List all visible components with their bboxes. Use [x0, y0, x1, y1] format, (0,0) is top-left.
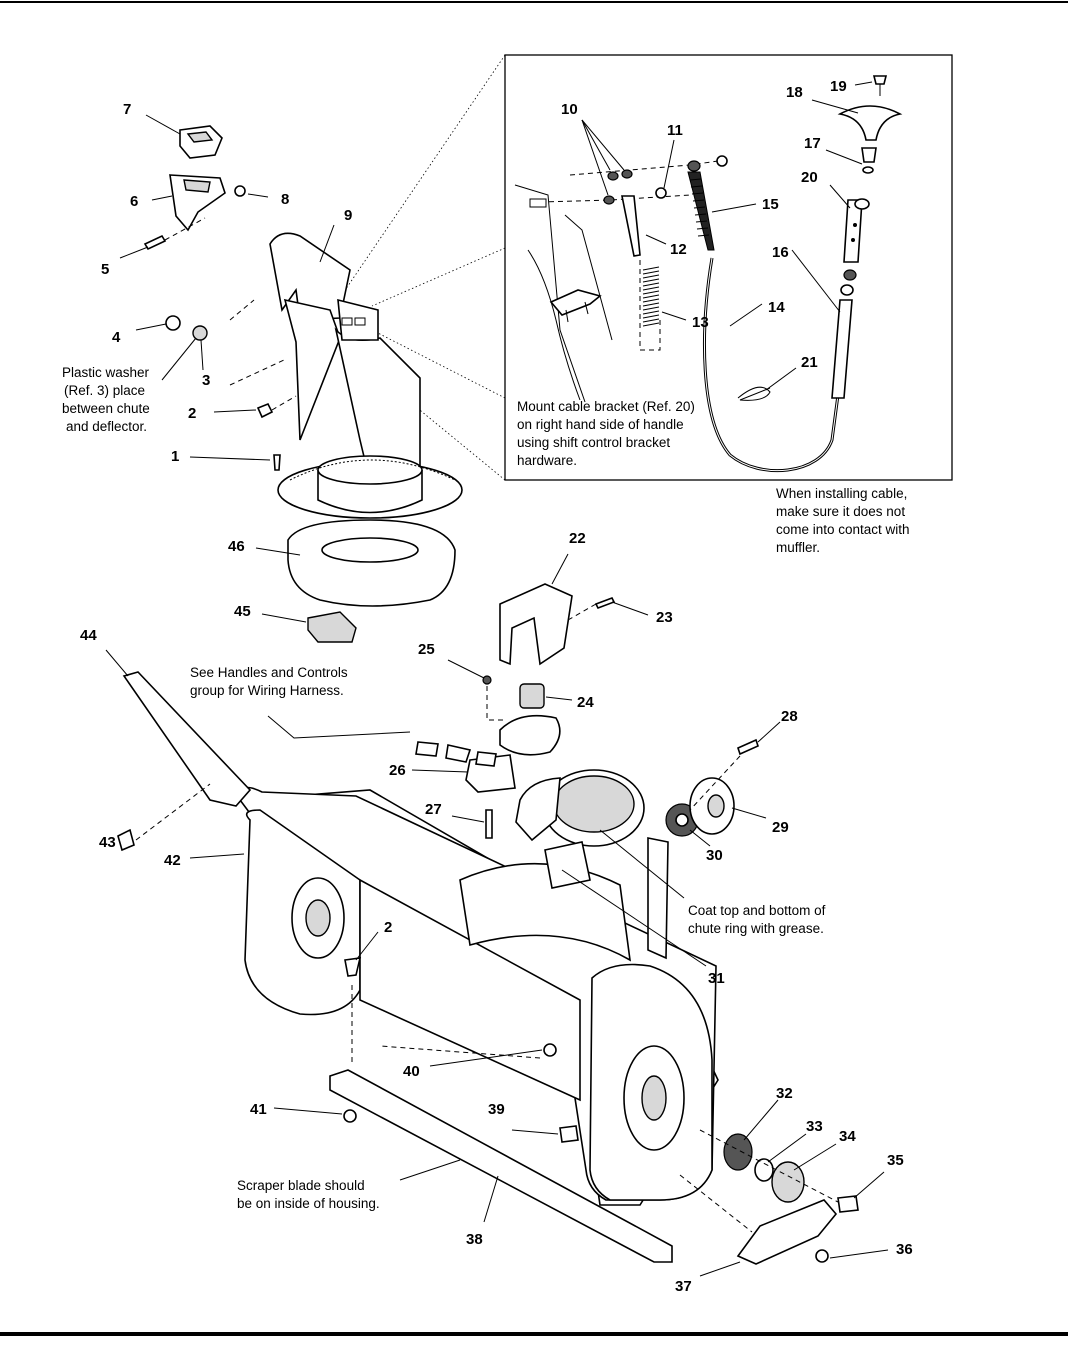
note-line: on right hand side of handle	[517, 417, 684, 432]
callout-40: 40	[403, 1063, 420, 1080]
note-line: hardware.	[517, 453, 577, 468]
callout-15: 15	[762, 196, 779, 213]
callout-6: 6	[130, 193, 138, 210]
callout-38: 38	[466, 1231, 483, 1248]
callout-42: 42	[164, 852, 181, 869]
callout-numbers: 7 6 8 9 5 4 3 2 1 46 45 10 11 12 13 14 1…	[80, 78, 913, 1295]
auger-housing	[117, 671, 859, 1265]
callout-18: 18	[786, 84, 803, 101]
callout-5: 5	[101, 261, 109, 278]
callout-30: 30	[706, 847, 723, 864]
callout-44: 44	[80, 627, 97, 644]
callout-45: 45	[234, 603, 251, 620]
callout-43: 43	[99, 834, 116, 851]
note-coat-grease: Coat top and bottom of chute ring with g…	[688, 903, 826, 936]
note-line: and deflector.	[66, 419, 147, 434]
callout-35: 35	[887, 1152, 904, 1169]
note-handles-controls: See Handles and Controls group for Wirin…	[190, 665, 348, 698]
callout-22: 22	[569, 530, 586, 547]
note-line: come into contact with	[776, 522, 910, 537]
callout-11: 11	[667, 122, 683, 139]
callout-33: 33	[806, 1118, 823, 1135]
callout-28: 28	[781, 708, 798, 725]
leader-lines	[105, 81, 889, 1277]
callout-2b: 2	[384, 919, 392, 936]
callout-39: 39	[488, 1101, 505, 1118]
callout-34: 34	[839, 1128, 856, 1145]
callout-46: 46	[228, 538, 245, 555]
callout-32: 32	[776, 1085, 793, 1102]
callout-26: 26	[389, 762, 406, 779]
callout-4: 4	[112, 329, 121, 346]
callout-12: 12	[670, 241, 687, 258]
callout-31: 31	[708, 970, 725, 987]
note-line: See Handles and Controls	[190, 665, 348, 680]
callout-1: 1	[171, 448, 179, 465]
cable-inset	[336, 54, 953, 481]
note-line: Plastic washer	[62, 365, 150, 380]
callout-9: 9	[344, 207, 352, 224]
note-line: Mount cable bracket (Ref. 20)	[517, 399, 695, 414]
callout-21: 21	[801, 354, 818, 371]
note-line: using shift control bracket	[517, 435, 670, 450]
note-installing-cable: When installing cable, make sure it does…	[776, 486, 910, 555]
callout-23: 23	[656, 609, 673, 626]
callout-2a: 2	[188, 405, 196, 422]
note-line: between chute	[62, 401, 150, 416]
chute-assembly	[143, 125, 463, 643]
callout-36: 36	[896, 1241, 913, 1258]
chute-motor	[267, 675, 561, 839]
note-line: When installing cable,	[776, 486, 907, 501]
note-line: Coat top and bottom of	[688, 903, 826, 918]
note-line: muffler.	[776, 540, 820, 555]
callout-3: 3	[202, 372, 210, 389]
callout-24: 24	[577, 694, 594, 711]
callout-17: 17	[804, 135, 821, 152]
callout-25: 25	[418, 641, 435, 658]
callout-19: 19	[830, 78, 847, 95]
gear-cover	[499, 583, 616, 666]
callout-10: 10	[561, 101, 578, 118]
callout-20: 20	[801, 169, 818, 186]
note-line: Scraper blade should	[237, 1178, 365, 1193]
note-line: be on inside of housing.	[237, 1196, 380, 1211]
callout-14: 14	[768, 299, 785, 316]
callout-37: 37	[675, 1278, 692, 1295]
note-mount-cable: Mount cable bracket (Ref. 20) on right h…	[517, 399, 695, 468]
note-plastic-washer: Plastic washer (Ref. 3) place between ch…	[62, 365, 150, 434]
callout-29: 29	[772, 819, 789, 836]
note-line: group for Wiring Harness.	[190, 683, 344, 698]
note-line: (Ref. 3) place	[64, 383, 145, 398]
callout-41: 41	[250, 1101, 267, 1118]
callout-7: 7	[123, 101, 131, 118]
callout-8: 8	[281, 191, 289, 208]
note-line: make sure it does not	[776, 504, 905, 519]
callout-27: 27	[425, 801, 442, 818]
note-line: chute ring with grease.	[688, 921, 824, 936]
callout-13: 13	[692, 314, 709, 331]
callout-16: 16	[772, 244, 789, 261]
note-scraper-blade: Scraper blade should be on inside of hou…	[237, 1178, 380, 1211]
